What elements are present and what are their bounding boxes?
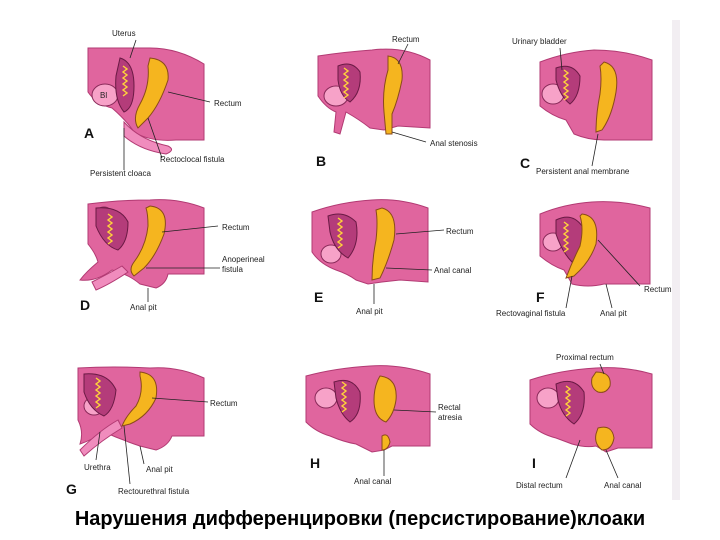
label-anal-pit-e: Anal pit	[356, 307, 383, 316]
label-persistent-cloaca: Persistent cloaca	[90, 169, 151, 178]
panel-letter-g: G	[66, 481, 77, 497]
label-rectoclocal-fistula: Rectoclocal fistula	[160, 155, 225, 164]
label-rectum-g: Rectum	[210, 399, 238, 408]
panel-a: Bl Uterus Rectum Rectoclocal fistula Per…	[84, 29, 242, 178]
label-anoperineal: Anoperineal	[222, 255, 265, 264]
label-urethra: Urethra	[84, 463, 111, 472]
label-rectum-d: Rectum	[222, 223, 250, 232]
label-rectourethral-fistula: Rectourethral fistula	[118, 487, 190, 496]
label-rectum-f: Rectum	[644, 285, 672, 294]
panel-g: Rectum Urethra Anal pit Rectourethral fi…	[66, 366, 238, 497]
label-distal-rectum: Distal rectum	[516, 481, 563, 490]
panel-b: Rectum Anal stenosis B	[316, 35, 478, 169]
label-anal-canal-i: Anal canal	[604, 481, 642, 490]
label-atresia: atresia	[438, 413, 463, 422]
panel-d: Rectum Anoperineal fistula Anal pit D	[79, 199, 265, 313]
label-rectal: Rectal	[438, 403, 461, 412]
label-uterus: Uterus	[112, 29, 136, 38]
label-rectum-b: Rectum	[392, 35, 420, 44]
cloaca-diagrams: Bl Uterus Rectum Rectoclocal fistula Per…	[66, 29, 672, 497]
label-rectum-e: Rectum	[446, 227, 474, 236]
label-anal-pit-f: Anal pit	[600, 309, 627, 318]
label-fistula: fistula	[222, 265, 243, 274]
label-rectum-a: Rectum	[214, 99, 242, 108]
label-urinary-bladder: Urinary bladder	[512, 37, 567, 46]
label-anal-canal-h: Anal canal	[354, 477, 392, 486]
label-anal-canal-e: Anal canal	[434, 266, 472, 275]
panel-e: Rectum Anal canal Anal pit E	[311, 199, 474, 316]
label-persistent-anal-membrane: Persistent anal membrane	[536, 167, 630, 176]
panel-letter-h: H	[310, 455, 320, 471]
panel-i: Proximal rectum Distal rectum Anal canal…	[516, 353, 653, 490]
panel-letter-d: D	[80, 297, 90, 313]
label-anal-stenosis: Anal stenosis	[430, 139, 478, 148]
panel-f: Rectum Rectovaginal fistula Anal pit F	[496, 201, 672, 318]
label-proximal-rectum: Proximal rectum	[556, 353, 614, 362]
panel-letter-f: F	[536, 289, 545, 305]
panel-letter-c: C	[520, 155, 530, 171]
label-rectovaginal-fistula: Rectovaginal fistula	[496, 309, 566, 318]
label-anal-pit-g: Anal pit	[146, 465, 173, 474]
panel-c: Urinary bladder Persistent anal membrane…	[512, 37, 653, 176]
svg-text:Bl: Bl	[100, 91, 107, 100]
scan-edge	[672, 20, 680, 500]
panel-letter-b: B	[316, 153, 326, 169]
panel-letter-a: A	[84, 125, 94, 141]
label-anal-pit-d: Anal pit	[130, 303, 157, 312]
panel-letter-i: I	[532, 455, 536, 471]
panel-h: Rectal atresia Anal canal H	[305, 365, 463, 486]
panel-letter-e: E	[314, 289, 323, 305]
slide-caption: Нарушения дифференцировки (персистирован…	[74, 508, 646, 530]
